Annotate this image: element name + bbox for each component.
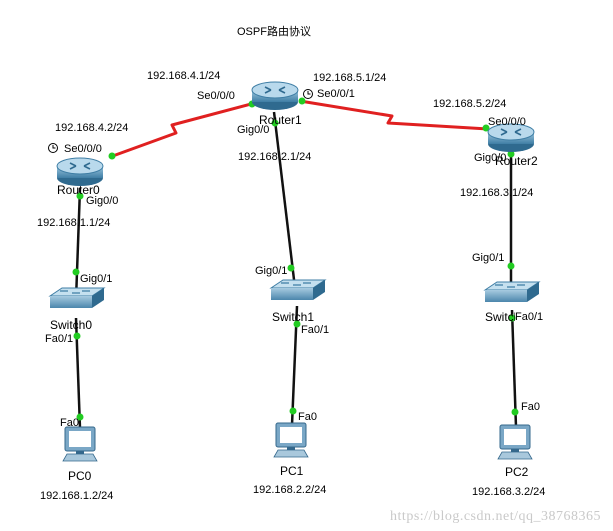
switch0-gig01-port: Gig0/1 (80, 273, 113, 285)
switch2-fa01-port: Fa0/1 (515, 311, 544, 323)
router0-name: Router0 (57, 183, 100, 197)
ethernet-link-router0-switch0[interactable] (74, 187, 82, 301)
router1-se001-port: Se0/0/1 (317, 88, 355, 100)
router1-name: Router1 (259, 113, 302, 127)
router2-se000-ip: 192.168.5.2/24 (433, 98, 507, 110)
switch1-gig01-port: Gig0/1 (255, 265, 288, 277)
pc0-ip: 192.168.1.2/24 (40, 490, 114, 502)
port-dot (507, 262, 515, 270)
switch0-fa01-port: Fa0/1 (45, 333, 74, 345)
switch1-name: Switch1 (272, 310, 315, 324)
switch0-name: Switch0 (50, 318, 93, 332)
router1-se000-port: Se0/0/0 (197, 90, 235, 102)
router0-gig00-port: Gig0/0 (86, 195, 119, 207)
router1-router-icon[interactable] (251, 81, 299, 110)
port-dot (293, 320, 301, 328)
port-status-dots (72, 97, 519, 421)
router0-se000-port: Se0/0/0 (64, 143, 102, 155)
pc2-pc-icon[interactable] (497, 424, 533, 460)
router2-name: Router2 (495, 154, 538, 168)
pc0-pc-icon[interactable] (62, 426, 98, 462)
pc0-name: PC0 (68, 469, 92, 483)
diagram-title: OSPF路由协议 (237, 26, 311, 38)
port-dot (298, 97, 306, 105)
ethernet-link-switch2-pc2[interactable] (510, 309, 518, 428)
switch2-gig01-port: Gig0/1 (472, 252, 505, 264)
pc2-ip: 192.168.3.2/24 (472, 486, 546, 498)
pc1-ip: 192.168.2.2/24 (253, 484, 327, 496)
watermark: https://blog.csdn.net/qq_38768365 (390, 509, 601, 524)
serial-link-router0-router1[interactable] (109, 101, 256, 159)
pc1-fa0-port: Fa0 (298, 411, 317, 423)
router0-router-icon[interactable] (56, 157, 104, 186)
pc2-fa0-port: Fa0 (521, 401, 540, 413)
switch0-switch-icon[interactable] (48, 287, 106, 308)
router1-gig00-ip: 192.168.2.1/24 (238, 151, 312, 163)
port-dot (76, 413, 84, 421)
clock-icon (303, 89, 313, 99)
switch2-name: Switch2 (485, 311, 515, 323)
port-dot (507, 150, 515, 158)
ethernet-link-router1-switch1[interactable] (272, 111, 297, 289)
port-dot (289, 407, 297, 415)
port-dot (76, 192, 84, 200)
router2-se000-port: Se0/0/0 (488, 116, 526, 128)
router0-se000-ip: 192.168.4.2/24 (55, 122, 129, 134)
router1-se001-ip: 192.168.5.1/24 (313, 72, 387, 84)
switch1-fa01-port: Fa0/1 (301, 324, 330, 336)
router1-se000-ip: 192.168.4.1/24 (147, 70, 221, 82)
port-dot (108, 152, 116, 160)
pc2-name: PC2 (505, 465, 529, 479)
serial-link-router1-router2[interactable] (299, 99, 489, 131)
router1-gig00-port: Gig0/0 (237, 124, 270, 136)
router2-gig00-ip: 192.168.3.1/24 (460, 187, 534, 199)
port-dot (511, 408, 519, 416)
clock-icon (48, 143, 58, 153)
port-dot (72, 268, 80, 276)
pc1-pc-icon[interactable] (273, 422, 309, 458)
switch2-switch-icon[interactable] (483, 281, 541, 302)
port-dot (482, 124, 490, 132)
port-dot (73, 332, 81, 340)
pc0-fa0-port: Fa0 (60, 417, 79, 429)
router0-gig00-ip: 192.168.1.1/24 (37, 217, 111, 229)
pc1-name: PC1 (280, 464, 304, 478)
router2-gig00-port: Gig0/0 (474, 152, 507, 164)
port-dot (508, 314, 516, 322)
router2-router-icon[interactable] (487, 123, 535, 152)
port-dot (287, 264, 295, 272)
port-dot (271, 119, 279, 127)
switch1-switch-icon[interactable] (269, 279, 327, 300)
